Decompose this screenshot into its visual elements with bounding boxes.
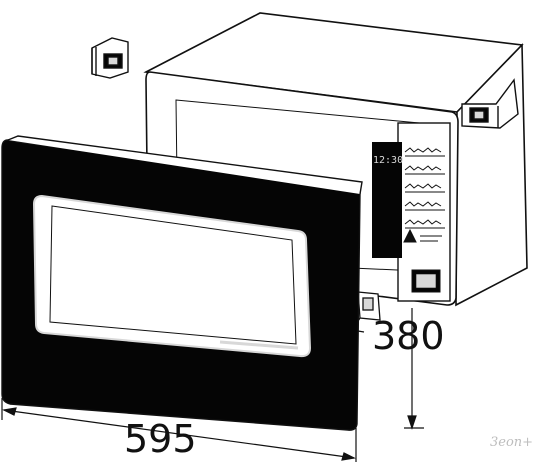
frame-handle-slot: [219, 340, 299, 350]
bracket-left: [91, 37, 129, 79]
width-dimension: [1, 398, 357, 462]
width-label: 595: [124, 417, 197, 461]
control-panel: 12:30: [372, 122, 451, 302]
height-dimension: [404, 308, 424, 430]
watermark: 3eon+: [490, 435, 533, 450]
start-button-icon: [403, 228, 417, 243]
bracket-right: [461, 78, 519, 129]
front-frame: [1, 135, 363, 431]
height-label: 380: [372, 314, 445, 358]
frame-top-edge: [7, 135, 363, 195]
control-panel-strip: [397, 122, 451, 302]
frame-opening: [32, 194, 312, 358]
display-time: 12:30: [373, 155, 403, 166]
program-buttons: [403, 147, 445, 243]
display-screen: [372, 142, 402, 258]
